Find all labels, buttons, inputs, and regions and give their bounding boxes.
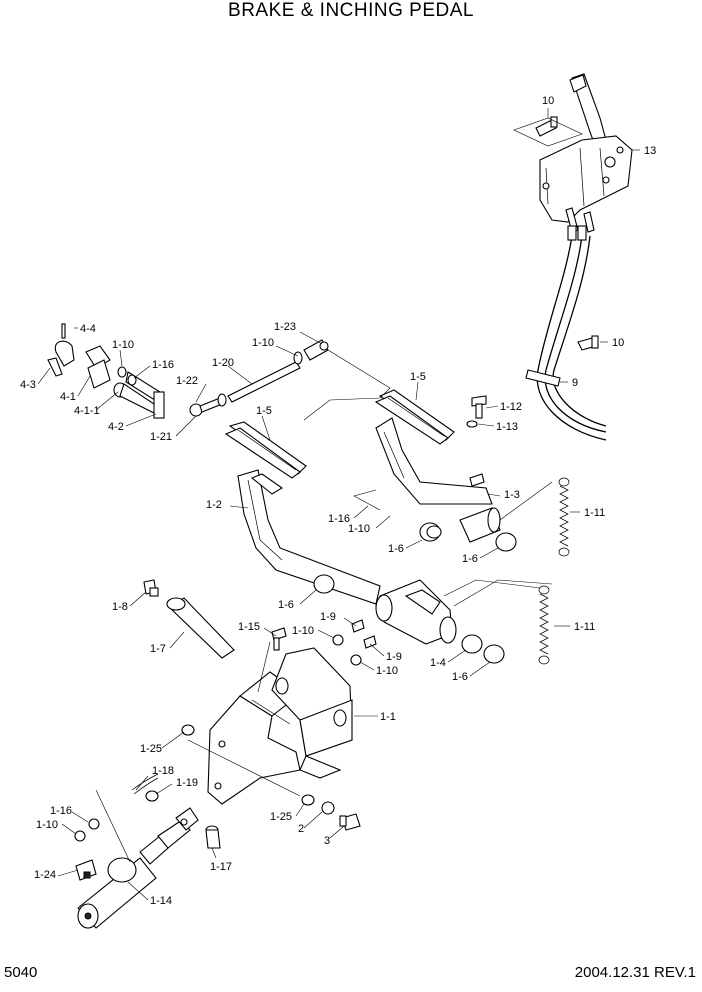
washer-1-13 [466, 420, 478, 428]
label-1-9-a: 1-9 [320, 611, 336, 623]
label-1-10-b: 1-10 [252, 337, 274, 349]
label-1-2: 1-2 [206, 499, 222, 511]
label-13: 13 [644, 145, 656, 157]
label-1-13: 1-13 [496, 421, 518, 433]
inching-pedal-arm-1-3 [375, 417, 493, 505]
master-cylinder-1-14 [77, 807, 199, 929]
label-1-25-upper: 1-25 [140, 743, 162, 755]
label-10-top: 10 [542, 95, 554, 107]
label-10-cable: 10 [612, 337, 624, 349]
label-1-7: 1-7 [150, 643, 166, 655]
inching-cable [536, 225, 607, 441]
label-1-22: 1-22 [176, 375, 198, 387]
label-1-17: 1-17 [210, 861, 232, 873]
label-4-1-1: 4-1-1 [74, 405, 100, 417]
label-1-23: 1-23 [274, 321, 296, 333]
label-9: 9 [572, 377, 578, 389]
washers-1-16-1-10-lower [74, 818, 100, 842]
label-1-10-c: 1-10 [348, 523, 370, 535]
nuts-1-10-1-9 [332, 619, 377, 666]
page-number: 5040 [4, 964, 38, 981]
label-2: 2 [298, 823, 304, 835]
brake-pedal-arm-1-2 [237, 469, 381, 605]
bushings-1-6 [313, 522, 517, 664]
label-1-6-d: 1-6 [452, 671, 468, 683]
leader-lines [37, 108, 640, 901]
label-1-16-c: 1-16 [50, 805, 72, 817]
label-1-6-c: 1-6 [278, 599, 294, 611]
pin-1-17 [205, 825, 221, 849]
label-1-16-a: 1-16 [152, 359, 174, 371]
label-1-24: 1-24 [34, 869, 56, 881]
label-1-18: 1-18 [152, 765, 174, 777]
label-4-2: 4-2 [108, 421, 124, 433]
bolt-1-8 [143, 579, 159, 597]
label-1-16-b: 1-16 [328, 513, 350, 525]
shaft-tube [375, 507, 501, 645]
label-1-5-left: 1-5 [256, 405, 272, 417]
label-1-6-b: 1-6 [462, 553, 478, 565]
bolt-10-top [535, 116, 558, 137]
label-1-19: 1-19 [176, 777, 198, 789]
label-1-10-a: 1-10 [112, 339, 134, 351]
label-1-25-lower: 1-25 [270, 811, 292, 823]
bolt-1-12 [471, 395, 487, 419]
label-1-6-a: 1-6 [388, 543, 404, 555]
brake-pedal-pad-1-5 [224, 421, 307, 479]
label-1-3: 1-3 [504, 489, 520, 501]
label-1-15: 1-15 [238, 621, 260, 633]
bolt-1-15 [271, 627, 287, 651]
label-4-3: 4-3 [20, 379, 36, 391]
breather-1-24 [75, 859, 97, 881]
label-1-14: 1-14 [150, 895, 172, 907]
pin-assembly-4 [47, 323, 165, 419]
bolt-10-cable [577, 335, 599, 351]
revision-date: 2004.12.31 REV.1 [574, 964, 696, 981]
label-1-21: 1-21 [150, 431, 172, 443]
label-1-11-upper: 1-11 [584, 507, 605, 519]
pedal-bracket-1-1 [207, 647, 353, 805]
washer-1-19 [145, 790, 159, 802]
page-title: BRAKE & INCHING PEDAL [228, 0, 474, 21]
washer-1-25-lower [301, 794, 315, 806]
label-1-9-b: 1-9 [386, 651, 402, 663]
washer-1-25-upper [181, 724, 195, 736]
spacer-2 [321, 801, 335, 815]
label-1-5-right: 1-5 [410, 371, 426, 383]
label-1-20: 1-20 [212, 357, 234, 369]
label-1-10-d: 1-10 [292, 625, 314, 637]
bolt-3 [339, 813, 361, 831]
part-labels: 10 13 10 9 4-4 4-3 4-1 4-1-1 4-2 1-10 1-… [20, 95, 656, 907]
washers-1-10-1-16-left [117, 366, 137, 386]
label-1-1: 1-1 [380, 711, 396, 723]
label-1-10-e: 1-10 [376, 665, 398, 677]
return-spring-1-11-lower [538, 585, 550, 665]
label-1-11-lower: 1-11 [574, 621, 595, 633]
label-1-8: 1-8 [112, 601, 128, 613]
label-1-12: 1-12 [500, 401, 522, 413]
label-1-4: 1-4 [430, 657, 446, 669]
pedal-shaft-1-7 [166, 597, 235, 659]
pin-1-18 [131, 773, 159, 795]
label-1-10-f: 1-10 [36, 819, 58, 831]
label-4-4: 4-4 [80, 323, 96, 335]
label-3: 3 [324, 835, 330, 847]
cable-clamp-9 [525, 369, 561, 387]
inching-pedal-pad-1-5 [374, 389, 455, 445]
label-4-1: 4-1 [60, 391, 76, 403]
return-spring-1-11-upper [558, 477, 570, 557]
